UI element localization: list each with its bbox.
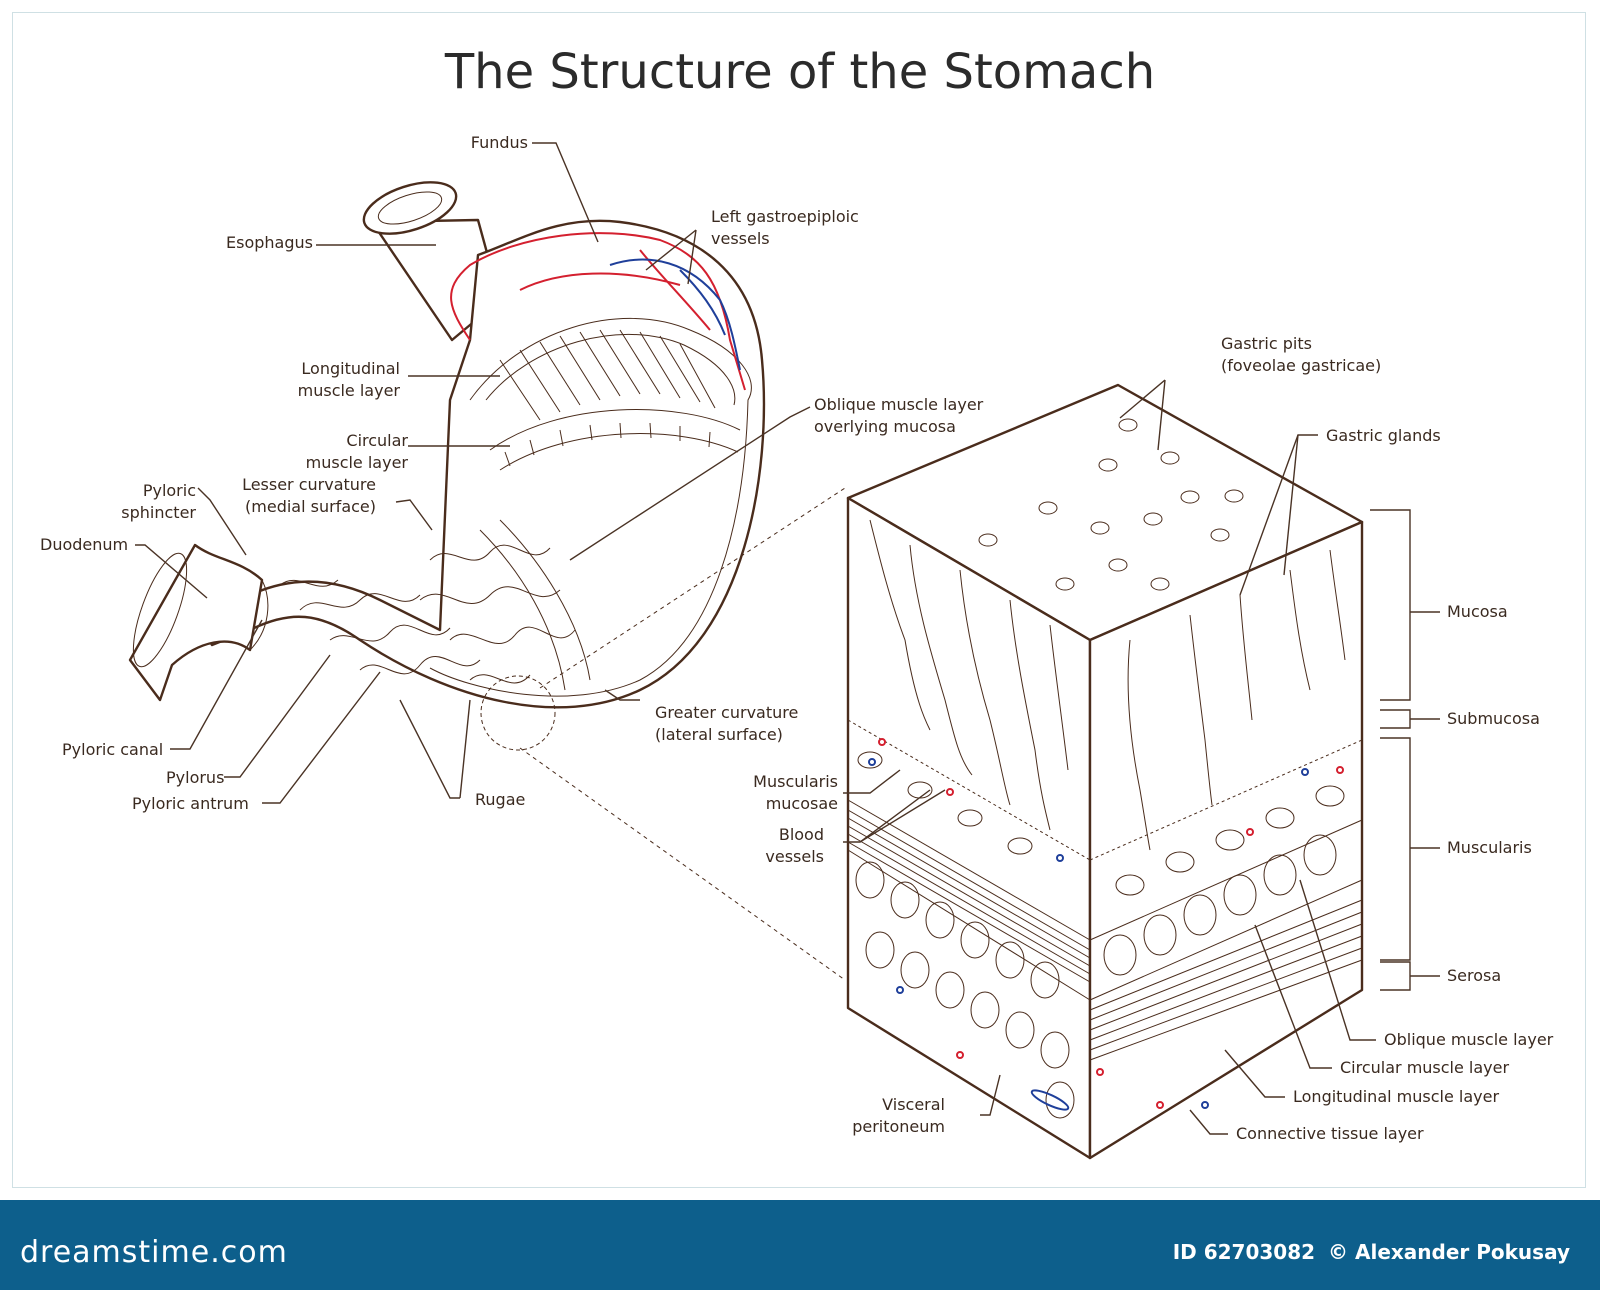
cavity-rim-inner — [485, 333, 736, 406]
block-side-face — [1088, 520, 1364, 1160]
circular-layer-band — [489, 409, 741, 451]
duodenum-tube — [128, 543, 264, 702]
stomach-diagram: The Structure of the Stomach — [40, 44, 1554, 1160]
esophagus-lumen — [377, 191, 443, 225]
rugae-folds — [279, 544, 576, 684]
cavity-rim — [429, 318, 752, 697]
label-esophagus: Esophagus — [226, 233, 313, 252]
label-muscularis-mucosae-1: Muscularis — [753, 772, 838, 791]
esophagus-opening — [362, 181, 458, 235]
label-visceral-2: peritoneum — [852, 1117, 945, 1136]
label-gastric-glands: Gastric glands — [1326, 426, 1441, 445]
gastroepiploic-arteries — [450, 232, 746, 391]
label-fundus: Fundus — [471, 133, 528, 152]
label-muscularis-mucosae-2: mucosae — [766, 794, 838, 813]
circular-boundary-side — [1089, 819, 1363, 941]
label-rugae: Rugae — [475, 790, 525, 809]
submucosa-boundary-front — [847, 719, 1091, 861]
longitudinal-boundary-side — [1089, 879, 1363, 1001]
leader-lines — [135, 142, 1440, 1135]
label-lesser-curvature-1: Lesser curvature — [242, 475, 376, 494]
image-id: ID 62703082 — [1172, 1240, 1316, 1264]
stomach-illustration — [128, 181, 766, 751]
label-blood-vessels-2: vessels — [765, 847, 824, 866]
submucosa-boundary-side — [1089, 739, 1363, 861]
label-longitudinal-1: Longitudinal — [301, 359, 400, 378]
label-gastric-pits-2: (foveolae gastricae) — [1221, 356, 1381, 375]
duodenum-opening — [132, 552, 188, 668]
muscle-fiber-bundles — [855, 751, 1345, 1119]
label-duodenum: Duodenum — [40, 535, 128, 554]
label-pyloric-antrum: Pyloric antrum — [132, 794, 249, 813]
circular-layer-band-2 — [499, 433, 739, 471]
label-blood-vessels-1: Blood — [779, 825, 824, 844]
label-left-gastroepiploic-2: vessels — [711, 229, 770, 248]
label-serosa: Serosa — [1447, 966, 1501, 985]
gastroepiploic-veins — [609, 258, 741, 371]
label-gastric-pits-1: Gastric pits — [1221, 334, 1312, 353]
label-circular-muscle-layer: Circular muscle layer — [1340, 1058, 1509, 1077]
labels: Fundus Left gastroepiploic vessels Esoph… — [40, 133, 1554, 1143]
brand-logo: dreamstime.com — [20, 1235, 288, 1270]
footer-bar — [0, 1200, 1600, 1290]
label-lesser-curvature-2: (medial surface) — [245, 497, 376, 516]
copyright-text: © Alexander Pokusay — [1328, 1240, 1570, 1264]
longitudinal-striations — [847, 809, 1363, 1061]
label-mucosa: Mucosa — [1447, 602, 1508, 621]
label-longitudinal-2: muscle layer — [298, 381, 401, 400]
label-greater-curvature-2: (lateral surface) — [655, 725, 783, 744]
label-pyloric-sphincter-2: sphincter — [121, 503, 196, 522]
gastric-glands-front — [869, 519, 1069, 831]
circular-boundary-front — [847, 799, 1091, 941]
zoom-circle — [480, 675, 556, 751]
label-oblique-muscle-layer: Oblique muscle layer — [1384, 1030, 1554, 1049]
zoom-guide-lines — [519, 487, 846, 981]
label-oblique-overlying-1: Oblique muscle layer — [814, 395, 984, 414]
label-connective-tissue-layer: Connective tissue layer — [1236, 1124, 1424, 1143]
longitudinal-boundary-front — [847, 849, 1091, 1001]
gastric-pits — [978, 418, 1244, 591]
label-submucosa: Submucosa — [1447, 709, 1540, 728]
tissue-block — [846, 383, 1364, 1160]
label-oblique-overlying-2: overlying mucosa — [814, 417, 956, 436]
label-circular-2: muscle layer — [306, 453, 409, 472]
label-left-gastroepiploic: Left gastroepiploic — [711, 207, 859, 226]
pyloric-sphincter-ring — [249, 579, 269, 651]
longitudinal-muscle-lines — [499, 329, 716, 421]
oblique-layer-arc-2 — [479, 529, 566, 691]
label-pylorus: Pylorus — [166, 768, 224, 787]
image-credit: ID 62703082 © Alexander Pokusay — [1167, 1240, 1570, 1264]
label-circular-1: Circular — [346, 431, 408, 450]
label-pyloric-canal: Pyloric canal — [62, 740, 163, 759]
label-greater-curvature-1: Greater curvature — [655, 703, 798, 722]
label-pyloric-sphincter-1: Pyloric — [143, 481, 196, 500]
gastric-glands-side — [1127, 549, 1346, 851]
diagram-frame — [12, 12, 1586, 1188]
label-visceral-1: Visceral — [882, 1095, 945, 1114]
label-muscularis: Muscularis — [1447, 838, 1532, 857]
page-title: The Structure of the Stomach — [444, 44, 1155, 100]
circular-muscle-lines — [504, 422, 711, 467]
label-longitudinal-muscle-layer: Longitudinal muscle layer — [1293, 1087, 1499, 1106]
tissue-blood-vessels — [868, 738, 1344, 1111]
